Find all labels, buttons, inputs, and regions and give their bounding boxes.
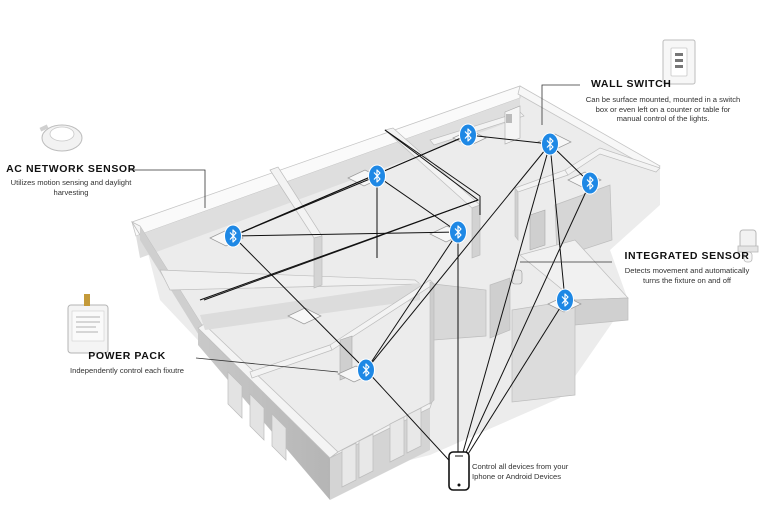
power-pack-title: POWER PACK [88,350,166,362]
integrated-sensor-callout: INTEGRATED SENSOR Detects movement and a… [617,250,757,285]
bluetooth-icon [449,220,467,244]
power-pack-description: Independently control each fixutre [70,366,184,375]
integrated-sensor-icon [737,229,759,263]
wall-switch-leader [541,84,580,125]
bluetooth-icon [224,224,242,248]
link-line [467,134,551,145]
link-line [232,231,459,237]
power-pack-leader [195,357,339,373]
bluetooth-icon [541,132,559,156]
ac-network-sensor-icon [39,124,83,152]
bluetooth-icon [459,123,477,147]
front-windows [341,407,422,488]
power-pack-icon [67,294,109,354]
callout-leaders [130,84,612,373]
bluetooth-icon [556,288,574,312]
link-line [457,299,566,471]
left-windows [227,371,287,461]
back-wall-face [136,98,520,258]
wall-switch-icon [662,39,696,85]
network-links [199,129,591,471]
bluetooth-icon [357,358,375,382]
link-line [384,129,481,197]
phone-callout: Control all devices from your Iphone or … [472,462,587,481]
link-line [232,235,367,371]
smartphone-icon[interactable] [448,451,470,491]
bluetooth-icon [581,171,599,195]
house-wall-switch [506,114,512,123]
ac-network-sensor-callout: AC NETWORK SENSOR Utilizes motion sensin… [6,163,136,197]
wall-switch-title: WALL SWITCH [591,78,672,90]
link-line [549,143,566,301]
power-pack-callout: POWER PACK Independently control each fi… [62,350,192,376]
ac-network-sensor-description: Utilizes motion sensing and daylight har… [10,178,132,197]
link-line [232,134,469,237]
link-line [457,182,591,471]
interior-wall-a-face [200,283,420,330]
link-line [457,143,551,471]
bluetooth-icon [368,164,386,188]
ac-network-sensor-title: AC NETWORK SENSOR [6,163,136,175]
link-line [365,369,459,471]
link-line [365,143,551,371]
link-line [376,175,459,233]
link-line [365,231,459,371]
integrated-sensor-description: Detects movement and automatically turns… [624,266,750,285]
building-model [130,85,661,500]
integrated-sensor-title: INTEGRATED SENSOR [624,250,750,262]
phone-description: Control all devices from your Iphone or … [472,462,569,481]
wall-switch-description: Can be surface mounted, mounted in a swi… [585,95,741,124]
ac-sensor-leader [130,169,206,208]
link-line [203,199,479,301]
